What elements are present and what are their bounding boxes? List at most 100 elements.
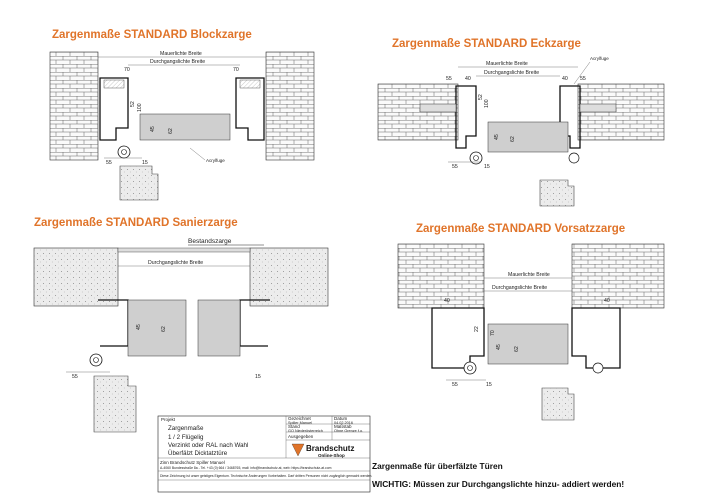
title-block-line-2: Verzinkt oder RAL nach Wahl: [168, 442, 248, 449]
dim-52: 52: [478, 94, 484, 100]
hinge: [463, 361, 477, 375]
dim-45: 45: [136, 324, 142, 330]
dim-55: 55: [452, 382, 458, 388]
brick-wall-left: [397, 243, 485, 309]
note-ueberfaelzte-tueren: Zargenmaße für überfälzte Türen: [372, 461, 503, 471]
drawing-sanierzarge: Zargenmaße STANDARD Sanierzarge Bestands…: [33, 217, 329, 433]
drawing-blockzarge: Zargenmaße STANDARD Blockzarge Mauerlich…: [49, 29, 315, 201]
drawing-title-sanierzarge: Zargenmaße STANDARD Sanierzarge: [34, 217, 238, 229]
dim-40-right: 40: [562, 76, 568, 82]
title-block-header: Projekt: [161, 417, 176, 422]
disclaimer: Diese Zeichnung ist unser geistiges Eige…: [160, 474, 372, 478]
hinge: [117, 145, 131, 159]
frame-profile-left: [431, 307, 485, 369]
drawing-vorsatzzarge: Zargenmaße STANDARD Vorsatzzarge Mauerli…: [397, 223, 665, 421]
title-block: Projekt Zargenmaße 1 / 2 Flügelig Verzin…: [157, 415, 372, 493]
door-leaf-open: [541, 387, 575, 421]
brick-wall-left: [49, 51, 99, 161]
frame-profile-right: [571, 307, 621, 369]
field-label-ausgegeben: Ausgegeben: [288, 434, 314, 439]
label-durchgangslichte-breite: Durchgangslichte Breite: [492, 285, 547, 291]
dim-40-left: 40: [444, 298, 450, 304]
dim-62: 62: [510, 136, 516, 142]
dim-62: 62: [514, 346, 520, 352]
dim-55: 55: [106, 160, 112, 166]
brandschutz-logo: Brandschutz Online-Shop: [291, 443, 354, 458]
door-leaf: [139, 113, 231, 141]
dim-40-left: 40: [465, 76, 471, 82]
title-block-name: Zargenmaße: [168, 425, 204, 432]
field-value-datum: 04.02.2016: [334, 421, 353, 425]
dim-70-left: 70: [124, 67, 130, 73]
label-bestandszarge: Bestandszarge: [188, 238, 232, 245]
dim-100: 100: [137, 103, 143, 112]
note-wichtig: WICHTIG: Müssen zur Durchgangslichte hin…: [372, 479, 624, 489]
dim-62: 62: [168, 128, 174, 134]
hinge: [469, 151, 483, 165]
dim-62: 62: [161, 326, 167, 332]
door-leaf-open: [539, 179, 575, 207]
label-acrylfuge: Acrylfuge: [206, 158, 225, 163]
wall-right: [249, 247, 329, 307]
frame-profile-left: [98, 299, 129, 347]
drawing-title-blockzarge: Zargenmaße STANDARD Blockzarge: [52, 29, 252, 41]
door-leaf: [487, 121, 569, 153]
label-durchgangslichte-breite: Durchgangslichte Breite: [484, 70, 539, 76]
title-block-line-1: 1 / 2 Flügelig: [168, 434, 204, 441]
hinge: [89, 353, 103, 367]
dim-52: 52: [130, 101, 136, 107]
field-label-datum: Datum: [334, 416, 348, 421]
label-durchgangslichte-breite: Durchgangslichte Breite: [148, 260, 203, 266]
drawing-eckzarge: Zargenmaße STANDARD Eckzarge Mauerlichte…: [377, 38, 665, 207]
anchor-left: [419, 103, 457, 113]
field-value-stand: GO Niederösterreich: [288, 429, 323, 433]
drawing-title-eckzarge: Zargenmaße STANDARD Eckzarge: [392, 38, 581, 50]
label-mauerlichte-breite: Mauerlichte Breite: [486, 61, 528, 67]
dim-55-top-right: 55: [580, 76, 586, 82]
frame-profile-left: [455, 85, 477, 149]
logo-text: Brandschutz: [306, 444, 354, 453]
brick-wall-right: [571, 243, 665, 309]
dim-15: 15: [486, 382, 492, 388]
dim-40-right: 40: [604, 298, 610, 304]
label-mauerlichte-breite: Mauerlichte Breite: [508, 272, 550, 278]
label-durchgangslichte-breite: Durchgangslichte Breite: [150, 59, 205, 65]
door-leaf-open: [93, 375, 137, 433]
door-leaf-open: [119, 165, 159, 201]
frame-profile-left: [99, 77, 129, 141]
frame-profile-right: [559, 85, 581, 149]
wall-left: [33, 247, 119, 307]
field-value-gezeichnet: Spiller Manuel: [288, 421, 312, 425]
dim-70-right: 70: [233, 67, 239, 73]
dim-22: 22: [474, 326, 480, 332]
dim-15: 15: [255, 374, 261, 380]
frame-profile-right: [239, 299, 270, 347]
hinge-right: [568, 152, 580, 164]
hinge-right: [592, 362, 604, 374]
address-line: A-4060 Bundesstraße 8a - Tel. +43 (0) 66…: [160, 466, 332, 470]
door-leaf: [487, 323, 569, 365]
field-label-gezeichnet: Gezeichnet: [288, 416, 312, 421]
label-acrylfuge: Acrylfuge: [590, 56, 609, 61]
dim-15: 15: [142, 160, 148, 166]
label-mauerlichte-breite: Mauerlichte Breite: [160, 51, 202, 57]
logo-sub: Online-Shop: [318, 453, 345, 458]
dim-55-top-left: 55: [446, 76, 452, 82]
dim-45: 45: [496, 344, 502, 350]
dim-70: 70: [490, 330, 496, 336]
drawing-title-vorsatzzarge: Zargenmaße STANDARD Vorsatzzarge: [416, 223, 625, 235]
dim-45: 45: [494, 134, 500, 140]
door-leaf-left: [127, 299, 187, 357]
field-value-massstab: Ohne Grenze f.o.: [334, 429, 363, 433]
dim-45: 45: [150, 126, 156, 132]
door-leaf-right: [197, 299, 241, 357]
dim-100: 100: [484, 99, 490, 108]
field-label-massstab: Maßstab: [334, 424, 352, 429]
anchor-right: [579, 103, 617, 113]
title-block-line-3: Überfälzt Dicktatztüre: [168, 450, 228, 457]
company-line: Zinn Brandschutz Spiller Manuel: [160, 460, 225, 465]
frame-profile-right: [235, 77, 265, 141]
dim-55: 55: [72, 374, 78, 380]
brick-wall-right: [265, 51, 315, 161]
